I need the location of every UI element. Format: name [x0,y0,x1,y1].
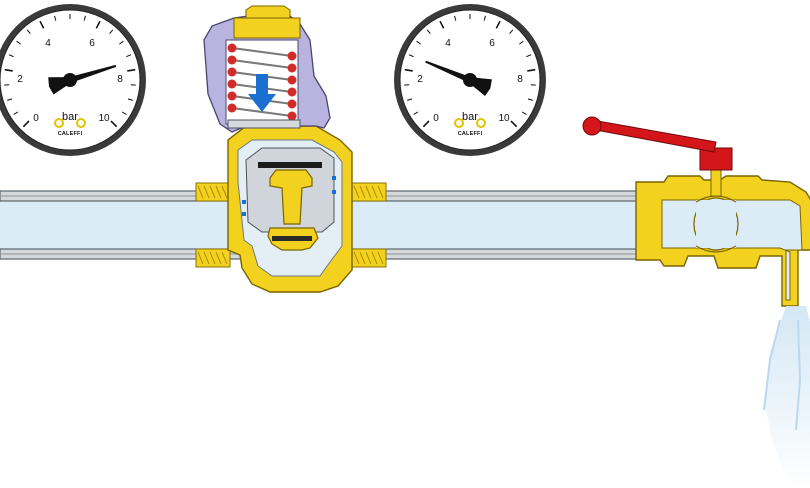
ball-valve [582,116,810,307]
gauge-tick [95,20,101,29]
gauge-tick-label: 2 [417,74,423,85]
gauge-tick-label: 8 [117,74,123,85]
gauge-tick [119,40,124,45]
gauge-tick [413,111,419,115]
gauge-tick [510,120,518,128]
gauge-tick [408,54,414,58]
pressure-gauge-upstream: 0 2 4 6 8 10 bar CALEFFI [0,4,146,156]
gauge-needle [48,64,117,95]
gauge-tick [422,120,430,128]
gauge-tick [527,98,533,101]
gauge-brand-label: CALEFFI [458,131,483,137]
arrow-down-icon [248,74,276,112]
gauge-unit-label: bar [62,111,78,123]
gauge-unit-label: bar [462,111,478,123]
gauge-tick [404,68,413,72]
water-jet [763,306,810,488]
pressure-reducing-valve [195,5,387,293]
gauge-tick [521,111,527,115]
gauge-tick [416,40,421,45]
gauge-tick [26,29,31,34]
lever-handle-icon [582,116,733,171]
gauge-tick [8,54,14,58]
valve-adjusting-screw [245,5,291,19]
gauge-tick [439,20,445,29]
gauge-tick [121,111,127,115]
gauge-tick [495,20,501,29]
gauge-tick-label: 0 [433,113,439,124]
gauge-tick [7,98,13,101]
gauge-tick [13,111,19,115]
gauge-tick-label: 0 [33,113,39,124]
gauge-tick-label: 6 [89,38,95,49]
gauge-tick [83,15,86,21]
gauge-tick-label: 10 [98,113,110,124]
gauge-needle [425,60,492,96]
gauge-tick [109,29,114,34]
gauge-tick-label: 8 [517,74,523,85]
gauge-tick-label: 2 [17,74,23,85]
valve-stem [269,169,313,225]
valve-outlet-connection [351,182,387,268]
gauge-tick [22,120,30,128]
gauge-tick [426,29,431,34]
gauge-brand-label: CALEFFI [58,131,83,137]
gauge-tick-label: 4 [45,38,51,49]
gauge-tick [509,29,514,34]
valve-inlet-connection [195,182,231,268]
gauge-tick [39,20,45,29]
spring-plate [227,119,301,129]
gauge-tick [454,15,457,21]
gauge-tick [527,68,536,72]
gauge-tick [526,54,532,58]
gauge-tick [4,68,13,72]
gauge-tick [127,68,136,72]
gauge-tick [407,98,413,101]
gauge-tick [519,40,524,45]
gauge-tick [126,54,132,58]
gauge-tick [483,15,486,21]
gauge-tick-label: 6 [489,38,495,49]
gauge-tick-label: 4 [445,38,451,49]
gauge-tick [127,98,133,101]
gauge-tick [16,40,21,45]
gauge-tick [110,120,118,128]
gauge-tick [54,15,57,21]
gauge-tick-label: 10 [498,113,510,124]
pressure-gauge-downstream: 0 2 4 6 8 10 bar CALEFFI [394,4,546,156]
